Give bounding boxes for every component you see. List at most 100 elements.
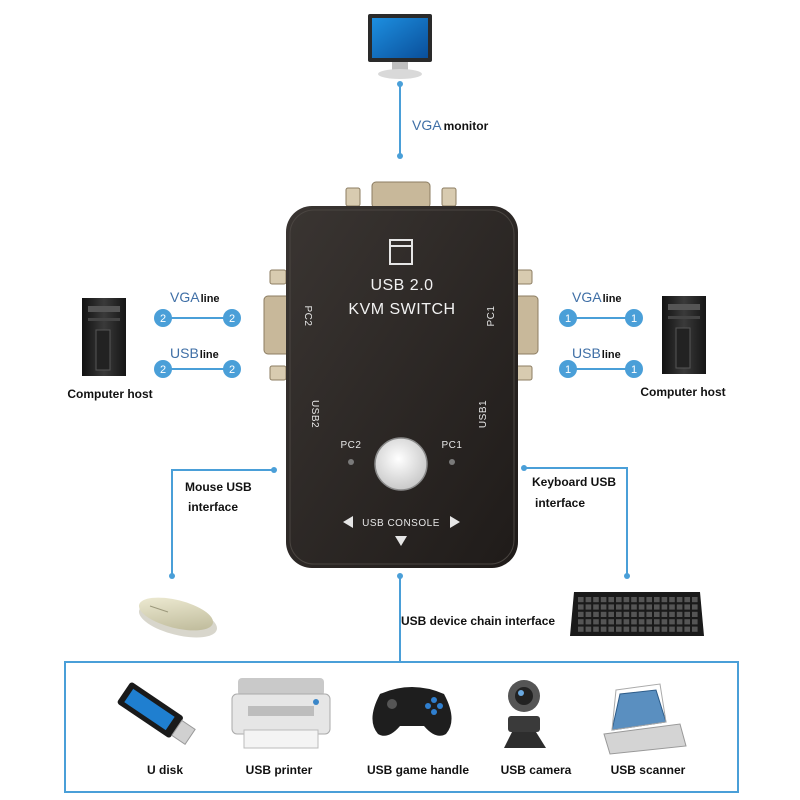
right-vga-badge-start: 1: [559, 309, 577, 327]
port-usb1-label: USB1: [478, 400, 489, 428]
usb-scanner-label: USB scanner: [611, 763, 686, 777]
keyboard-key: [654, 619, 660, 625]
usb-scanner-icon: [603, 683, 687, 755]
usb-printer-label: USB printer: [246, 763, 313, 777]
keyboard-key: [669, 597, 675, 603]
connector-dot: [169, 573, 175, 579]
arrow-left-icon: [343, 516, 353, 528]
keyboard-key: [578, 619, 584, 625]
keyboard-key: [684, 626, 690, 632]
keyboard-key: [676, 597, 683, 603]
keyboard-key: [646, 619, 652, 625]
switch-button[interactable]: [374, 437, 428, 491]
keyboard-icon: [570, 592, 704, 636]
keyboard-key: [593, 604, 599, 610]
computer-host-left-label: Computer host: [67, 387, 152, 401]
keyboard-key: [631, 604, 637, 610]
keyboard-label-line2: interface: [535, 496, 585, 510]
keyboard-key: [578, 611, 584, 617]
vga-monitor-icon: [368, 14, 432, 79]
right-usb-badge-end: 1: [625, 360, 643, 378]
port-usb2-label: USB2: [309, 400, 320, 428]
usb-chain-label: USB device chain interface: [401, 614, 555, 628]
keyboard-key: [623, 619, 630, 625]
keyboard-key: [578, 604, 584, 610]
kvm-logo-icon: [389, 239, 413, 265]
keyboard-key: [585, 619, 592, 625]
connector-dot: [397, 573, 403, 579]
connector-dot: [624, 573, 630, 579]
svg-text:2: 2: [160, 313, 166, 325]
keyboard-key: [692, 597, 698, 603]
right-usb-line-label: USBline: [572, 345, 621, 361]
keyboard-key: [684, 597, 690, 603]
kvm-title-line1: USB 2.0: [370, 277, 433, 294]
usb-console-label: USB CONSOLE: [362, 518, 440, 529]
keyboard-key: [631, 619, 637, 625]
keyboard-key: [616, 604, 622, 610]
keyboard-key: [676, 619, 683, 625]
port-pc1-label: PC1: [486, 306, 497, 327]
arrow-right-icon: [450, 516, 460, 528]
computer-host-left-icon: [82, 298, 126, 376]
usb-game-handle-icon: [372, 687, 452, 736]
keyboard-key: [631, 611, 637, 617]
keyboard-key: [616, 619, 622, 625]
keyboard-key: [608, 626, 614, 632]
keyboard-key: [661, 604, 668, 610]
mouse-label-line2: interface: [188, 500, 238, 514]
left-usb-line-label: USBline: [170, 345, 219, 361]
keyboard-key: [623, 611, 630, 617]
keyboard-key: [585, 611, 592, 617]
keyboard-key: [600, 597, 607, 603]
led-pc2-label: PC2: [341, 440, 362, 451]
keyboard-key: [600, 604, 607, 610]
keyboard-key: [593, 597, 599, 603]
keyboard-key: [608, 611, 614, 617]
kvm-switch-device: [263, 181, 539, 568]
keyboard-key: [593, 611, 599, 617]
keyboard-key: [578, 597, 584, 603]
keyboard-key: [578, 626, 584, 632]
right-vga-line-label: VGAline: [572, 289, 622, 305]
keyboard-key: [638, 626, 645, 632]
keyboard-key: [661, 611, 668, 617]
keyboard-key: [623, 626, 630, 632]
left-vga-badge-end: 2: [223, 309, 241, 327]
keyboard-key: [661, 626, 668, 632]
mouse-connector-line: [171, 469, 274, 576]
led-pc2-indicator: [348, 459, 354, 465]
usb-camera-icon: [504, 680, 546, 748]
keyboard-key: [676, 604, 683, 610]
keyboard-key: [646, 604, 652, 610]
left-vga-badge-start: 2: [154, 309, 172, 327]
keyboard-key: [692, 619, 698, 625]
kvm-title-line2: KVM SWITCH: [348, 301, 455, 318]
svg-text:2: 2: [229, 313, 235, 325]
svg-text:1: 1: [565, 313, 571, 325]
keyboard-key: [608, 597, 614, 603]
computer-host-right-icon: [662, 296, 706, 374]
usb-camera-label: USB camera: [501, 763, 572, 777]
keyboard-key: [616, 626, 622, 632]
keyboard-key: [661, 597, 668, 603]
keyboard-key: [631, 626, 637, 632]
right-vga-badge-end: 1: [625, 309, 643, 327]
keyboard-key: [692, 611, 698, 617]
svg-text:1: 1: [631, 364, 637, 376]
keyboard-key: [616, 597, 622, 603]
keyboard-key: [669, 626, 675, 632]
keyboard-key: [646, 611, 652, 617]
led-pc1-indicator: [449, 459, 455, 465]
port-pc2-label: PC2: [302, 306, 313, 327]
keyboard-key: [654, 604, 660, 610]
keyboard-key: [646, 626, 652, 632]
keyboard-key: [638, 611, 645, 617]
keyboard-key: [646, 597, 652, 603]
mouse-label-line1: Mouse USB: [185, 480, 252, 494]
svg-text:2: 2: [160, 364, 166, 376]
keyboard-key: [654, 597, 660, 603]
usb-game-handle-label: USB game handle: [367, 763, 469, 777]
keyboard-key: [600, 619, 607, 625]
